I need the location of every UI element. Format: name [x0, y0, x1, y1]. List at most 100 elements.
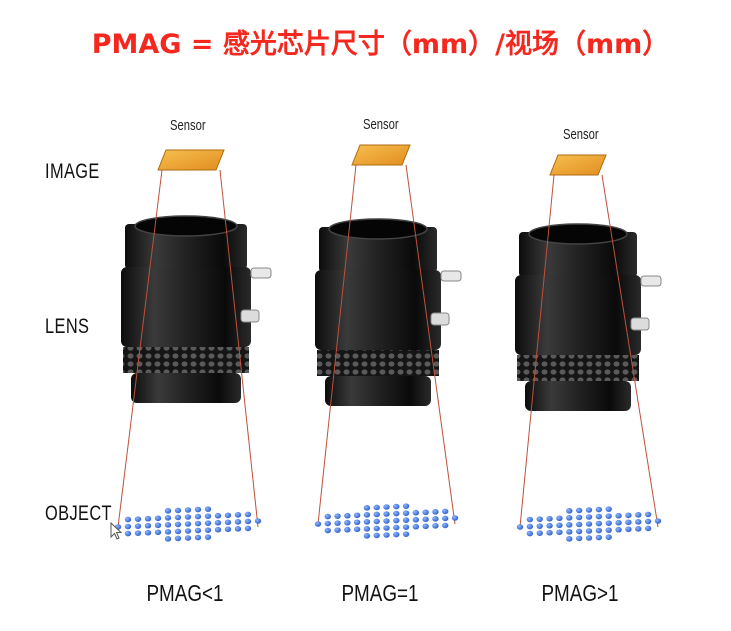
caption-pmag-eq-1: PMAG=1	[341, 580, 419, 606]
object-dot	[585, 521, 593, 527]
panel-pmag-equal-1	[314, 144, 462, 539]
object-dot	[194, 534, 202, 541]
object-dot	[566, 508, 573, 514]
object-dot	[174, 528, 182, 535]
object-dot	[625, 512, 632, 519]
object-dot	[654, 518, 662, 524]
object-dot	[432, 516, 439, 522]
lens-front-opening	[528, 223, 628, 245]
object-dot	[164, 529, 172, 535]
object-dot	[556, 529, 563, 536]
object-dot	[605, 520, 612, 526]
object-dot	[536, 530, 543, 536]
light-ray	[519, 174, 555, 528]
object-dot	[194, 520, 202, 527]
object-dot	[595, 506, 603, 513]
object-dot	[635, 512, 642, 518]
object-dot	[595, 534, 603, 541]
row-label-lens: LENS	[45, 315, 90, 338]
light-ray	[317, 164, 357, 525]
object-dot	[605, 527, 612, 533]
object-dot	[383, 525, 390, 531]
object-dot	[585, 507, 593, 513]
object-dot	[254, 518, 262, 524]
lens-rear-barrel	[525, 381, 631, 411]
object-dot	[393, 531, 400, 538]
lens-front-barrel	[125, 224, 247, 269]
object-dot	[526, 516, 534, 523]
object-dot	[373, 525, 380, 532]
object-dot	[334, 513, 341, 519]
object-dot	[174, 514, 182, 521]
object-dot	[442, 522, 449, 529]
lens-front-opening	[134, 215, 238, 237]
object-dot	[194, 506, 202, 513]
object-dot	[164, 536, 172, 542]
lens-focus-ring	[517, 355, 639, 381]
object-dot	[575, 507, 583, 514]
light-ray	[219, 169, 259, 528]
object-dot	[644, 525, 652, 532]
object-dot	[615, 519, 622, 526]
object-dot	[402, 517, 410, 523]
object-dot	[184, 535, 192, 541]
light-ray	[405, 164, 456, 525]
object-dot	[363, 533, 371, 539]
object-dot	[353, 512, 361, 519]
row-label-object: OBJECT	[45, 502, 112, 525]
object-dot	[363, 519, 371, 525]
caption-pmag-lt-1: PMAG<1	[146, 580, 224, 606]
object-dot	[625, 526, 632, 533]
lens-focus-ring	[317, 350, 439, 376]
object-dot	[412, 516, 420, 523]
object-dot	[124, 516, 132, 523]
object-dot	[451, 515, 459, 521]
light-ray	[117, 169, 163, 528]
object-dot	[164, 508, 172, 514]
object-dot	[144, 522, 152, 529]
lens-main-body	[121, 267, 251, 347]
object-dot	[324, 513, 331, 520]
object-dot	[234, 526, 242, 532]
object-dot	[402, 531, 410, 537]
object-dot	[214, 519, 222, 526]
object-dot	[174, 535, 182, 542]
object-dot	[393, 510, 400, 517]
sensor-label: Sensor	[363, 116, 399, 133]
object-dot	[373, 511, 380, 518]
object-dot	[595, 527, 603, 534]
object-dot	[536, 523, 543, 529]
object-dot	[526, 530, 534, 537]
object-dot	[393, 503, 400, 510]
row-label-image: IMAGE	[45, 160, 100, 183]
sensor-label: Sensor	[563, 126, 599, 143]
object-dot	[194, 513, 202, 520]
object-dot	[353, 519, 361, 526]
object-dot	[363, 505, 371, 511]
lens-front-barrel	[519, 232, 637, 277]
object-dot	[644, 518, 652, 525]
object-dot	[585, 528, 593, 534]
panel-pmag-greater-than-1	[515, 154, 662, 542]
object-dot	[575, 514, 583, 521]
object-dot	[605, 506, 612, 512]
object-dot	[373, 532, 380, 539]
object-dot	[536, 516, 543, 522]
object-dot	[556, 522, 563, 529]
object-dot	[184, 507, 192, 513]
lock-screw-icon	[640, 275, 662, 287]
object-dot	[635, 526, 642, 532]
object-dot	[244, 525, 252, 532]
object-dot	[134, 516, 142, 522]
caption-pmag-gt-1: PMAG>1	[541, 580, 619, 606]
panel-pmag-less-than-1	[114, 149, 272, 542]
object-dot	[344, 512, 351, 519]
object-dot	[442, 515, 449, 522]
object-dot	[184, 521, 192, 527]
object-dot	[214, 512, 222, 519]
object-dot	[204, 513, 212, 519]
object-dot	[363, 512, 371, 518]
object-dot	[363, 526, 371, 532]
object-dot	[422, 523, 429, 530]
